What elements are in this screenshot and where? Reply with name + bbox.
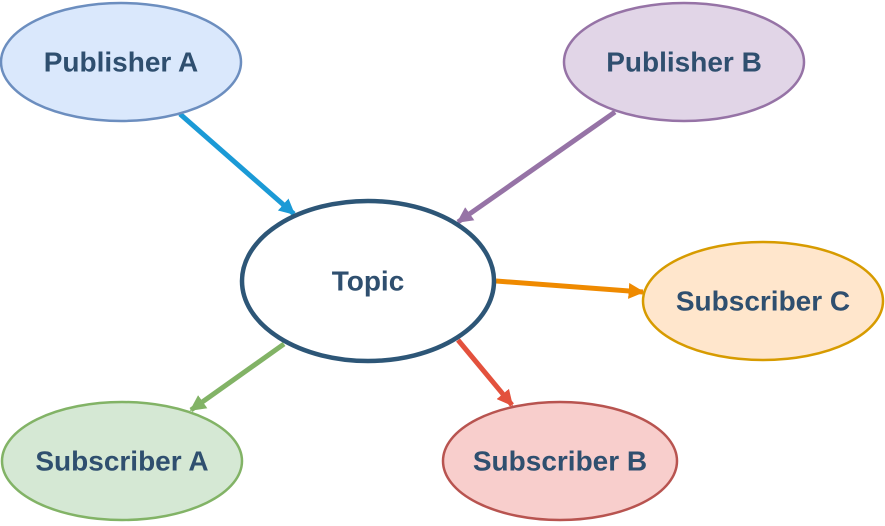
subscriber-b-ellipse — [441, 400, 679, 522]
edges — [178, 109, 645, 413]
arrow-topic-to-subscriber-b — [456, 338, 514, 407]
node-subscriber-c: Subscriber C — [641, 240, 885, 362]
publisher-b-label: Publisher B — [606, 47, 762, 78]
node-topic: Topic — [239, 198, 497, 364]
subscriber-b-label: Subscriber B — [473, 446, 647, 477]
topic-label: Topic — [332, 266, 405, 297]
publisher-a-label: Publisher A — [44, 47, 199, 78]
arrow-publisher-a-to-topic — [178, 112, 296, 216]
topic-ellipse — [239, 198, 497, 364]
node-publisher-a: Publisher A — [0, 1, 243, 123]
arrow-topic-to-subscriber-a — [189, 341, 286, 413]
publisher-b-ellipse — [562, 1, 806, 123]
node-subscriber-b: Subscriber B — [441, 400, 679, 522]
arrow-publisher-b-to-topic — [456, 109, 617, 225]
subscriber-a-ellipse — [0, 400, 244, 522]
node-subscriber-a: Subscriber A — [0, 400, 244, 522]
node-publisher-b: Publisher B — [562, 1, 806, 123]
publisher-a-ellipse — [0, 1, 243, 123]
arrow-topic-to-subscriber-c — [495, 278, 645, 299]
subscriber-c-ellipse — [641, 240, 885, 362]
subscriber-c-label: Subscriber C — [676, 286, 850, 317]
subscriber-a-label: Subscriber A — [35, 446, 208, 477]
